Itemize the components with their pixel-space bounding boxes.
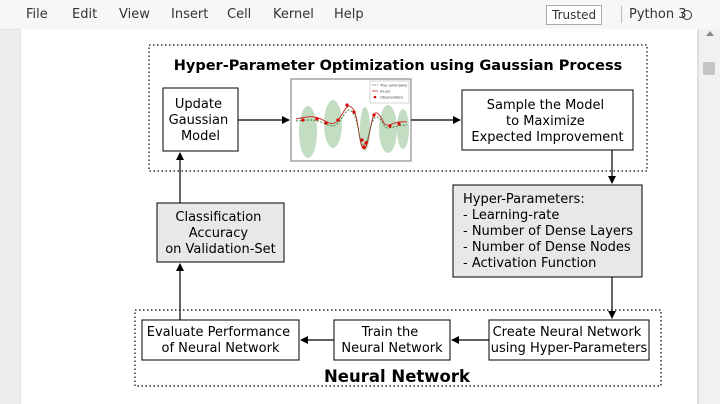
- classification-accuracy-line: Classification: [175, 210, 261, 225]
- menubar: File Edit View Insert Cell Kernel Help T…: [0, 0, 720, 30]
- create-network-box: [488, 319, 650, 361]
- plot-legend-entry: True (unknown): [379, 84, 408, 88]
- gp-plot-thumbnail: True (unknown) mu(x) Observations: [290, 78, 412, 162]
- svg-text:Sample the Model to Maxi: Sample the Model to Maximize Expected Im…: [471, 98, 623, 145]
- create-network-line: using Hyper-Parameters: [491, 341, 648, 356]
- scrollbar-thumb[interactable]: [703, 62, 715, 75]
- update-gaussian-line: Model: [181, 129, 220, 144]
- classification-accuracy-line: Accuracy: [189, 226, 249, 241]
- plot-legend-entry: mu(x): [380, 90, 391, 94]
- gp-group-box: [148, 44, 648, 172]
- sample-model-line: Expected Improvement: [471, 130, 623, 145]
- menu-insert[interactable]: Insert: [171, 7, 209, 22]
- update-gaussian-line: Update: [175, 97, 222, 112]
- evaluate-performance-line: Evaluate Performance: [147, 325, 290, 340]
- notebook-output-area: Hyper-Parameter Optimization using Gauss…: [20, 29, 698, 404]
- gp-title: Hyper-Parameter Optimization using Gauss…: [174, 58, 622, 74]
- svg-text:Train the Neural Network: Train the Neural Network: [341, 325, 443, 356]
- trusted-indicator[interactable]: Trusted: [546, 5, 603, 25]
- nn-title: Neural Network: [324, 367, 471, 386]
- menu-kernel[interactable]: Kernel: [273, 7, 314, 22]
- train-network-line: Neural Network: [341, 341, 443, 356]
- svg-text:Hyper-Parameters: - Lear: Hyper-Parameters: - Learning-rate - Numb…: [463, 192, 637, 271]
- flow-diagram: Hyper-Parameter Optimization using Gauss…: [134, 44, 662, 387]
- svg-text:Update Gaussian Mo: Update Gaussian Model: [169, 97, 233, 144]
- svg-text:Evaluate Performance of: Evaluate Performance of Neural Network: [147, 325, 294, 356]
- hyper-parameters-line: - Learning-rate: [463, 208, 559, 223]
- train-network-box: [333, 319, 451, 361]
- flow-arrows: [176, 116, 616, 344]
- create-network-line: Create Neural Network: [493, 325, 642, 340]
- hyper-parameters-line: - Number of Dense Nodes: [463, 240, 631, 255]
- hyper-parameters-line: Hyper-Parameters:: [463, 192, 585, 207]
- kernel-status-icon: [682, 10, 692, 20]
- vertical-scrollbar[interactable]: [698, 29, 720, 404]
- evaluate-performance-line: of Neural Network: [162, 341, 280, 356]
- sample-model-line: to Maximize: [506, 114, 585, 129]
- menu-help[interactable]: Help: [334, 7, 364, 22]
- hyper-parameters-line: - Number of Dense Layers: [463, 224, 633, 239]
- sample-model-box: [461, 89, 634, 151]
- svg-text:Create Neural Network us: Create Neural Network using Hyper-Parame…: [491, 325, 648, 356]
- plot-legend-entry: Observations: [380, 96, 403, 100]
- update-gaussian-box: [162, 87, 239, 152]
- hyper-parameters-line: - Activation Function: [463, 256, 596, 271]
- kernel-name: Python 3: [629, 7, 687, 22]
- nn-group-box: [134, 309, 662, 387]
- sample-model-line: Sample the Model: [487, 98, 604, 113]
- classification-accuracy-line: on Validation-Set: [165, 242, 276, 257]
- menu-cell[interactable]: Cell: [227, 7, 252, 22]
- menubar-divider: [621, 6, 622, 23]
- hyper-parameters-box: [452, 184, 643, 278]
- update-gaussian-line: Gaussian: [169, 113, 229, 128]
- menu-edit[interactable]: Edit: [72, 7, 98, 22]
- menu-view[interactable]: View: [119, 7, 150, 22]
- scroll-up-icon[interactable]: [706, 31, 714, 36]
- train-network-line: Train the: [361, 325, 419, 340]
- menu-file[interactable]: File: [26, 7, 48, 22]
- classification-accuracy-box: [156, 202, 285, 263]
- svg-text:Classification Accuracy: Classification Accuracy on Validation-Se…: [165, 210, 276, 257]
- evaluate-performance-box: [141, 319, 300, 361]
